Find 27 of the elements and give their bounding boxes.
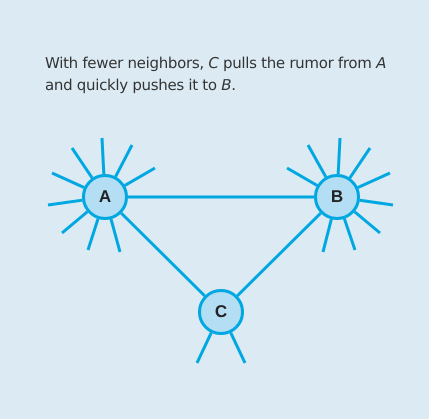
spoke-line <box>86 218 100 250</box>
spoke-line <box>306 144 328 178</box>
spoke-line <box>51 172 85 189</box>
spoke-line <box>124 166 156 187</box>
spoke-line <box>322 218 333 252</box>
spoke-line <box>342 218 356 250</box>
spoke-line <box>286 166 318 187</box>
connector-line <box>128 196 314 198</box>
node-label: C <box>214 302 228 322</box>
node-label: B <box>330 187 344 207</box>
spoke-line <box>196 332 213 364</box>
spoke-line <box>357 172 391 189</box>
caption: With fewer neighbors, C pulls the rumor from A and quickly pushes it to B. <box>45 53 388 96</box>
spoke-line <box>336 138 342 174</box>
node-label: A <box>98 187 112 207</box>
spoke-line <box>70 147 94 179</box>
spoke-line <box>354 210 381 234</box>
spoke-line <box>229 332 246 364</box>
spoke-line <box>114 144 134 178</box>
connector-line <box>120 212 206 297</box>
spoke-line <box>360 198 394 206</box>
spoke-line <box>110 218 122 252</box>
spoke-line <box>100 138 106 174</box>
spoke-line <box>48 198 82 206</box>
spoke-line <box>61 210 88 234</box>
connector-line <box>236 212 322 297</box>
spoke-line <box>348 147 372 179</box>
